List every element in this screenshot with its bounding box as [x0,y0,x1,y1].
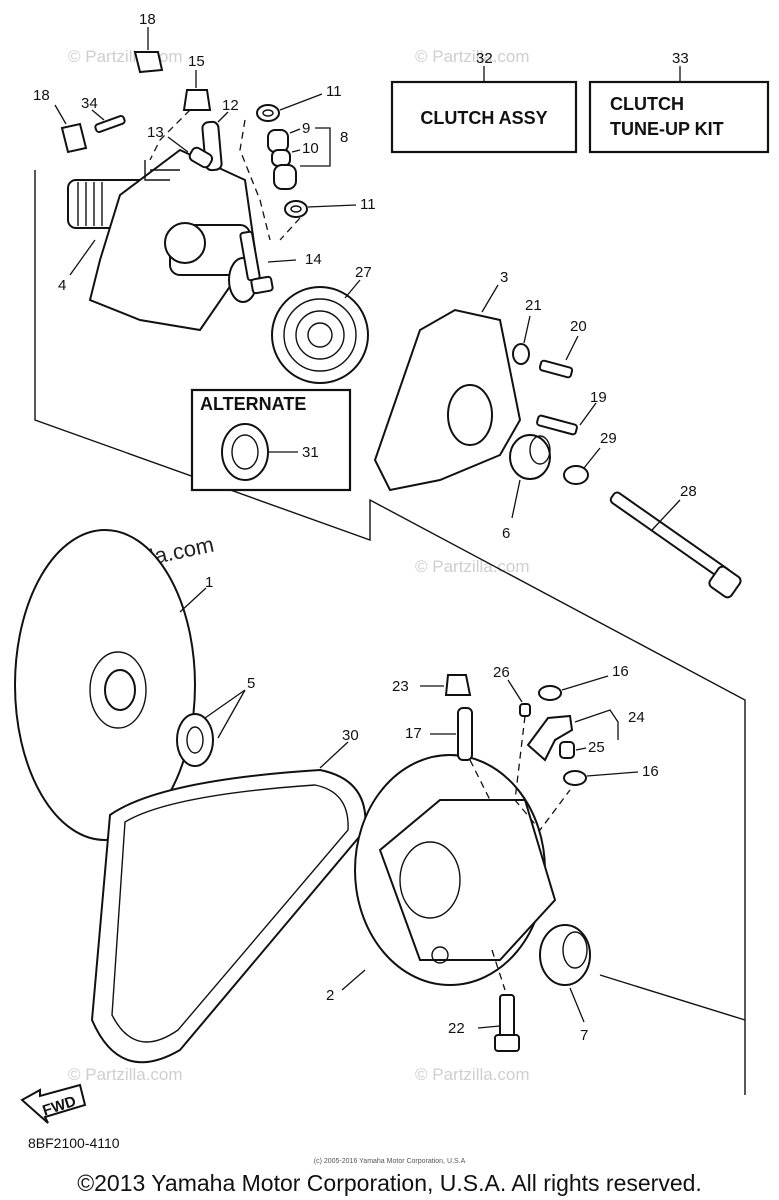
part-27-clutch-spring [271,286,369,384]
part-1-movable-sheave [14,529,196,841]
part-16-lower-washer [563,770,587,786]
part-9-10-roller-set [267,129,297,190]
callout-10: 10 [302,140,319,157]
callout-33: 33 [672,50,689,67]
callout-17: 17 [405,725,422,742]
part-23-nut [444,674,472,696]
callout-2: 2 [326,987,334,1004]
alignment-line [239,119,271,241]
tuneup-label-line2: TUNE-UP KIT [610,119,724,139]
callout-18-upper: 18 [139,11,156,28]
callout-34: 34 [81,95,98,112]
part-30-drive-belt [90,768,367,1064]
callout-21: 21 [525,297,542,314]
callout-15: 15 [188,53,205,70]
part-19-bolt [536,414,578,436]
alternate-box: ALTERNATE 31 [190,388,352,492]
part-18-lower-weight [60,122,88,154]
part-2-secondary-sheave [354,754,557,986]
callout-32: 32 [476,50,493,67]
part-7-roller [539,924,591,986]
callout-4: 4 [58,277,66,294]
callout-5: 5 [247,675,255,692]
part-21-washer [512,343,530,365]
clutch-tuneup-kit-box: CLUTCH TUNE-UP KIT [588,80,770,154]
copyright: ©2013 Yamaha Motor Corporation, U.S.A. A… [77,1170,702,1196]
part-29-ring [563,465,589,485]
callout-6: 6 [502,525,510,542]
assembly-boundary-line [599,974,746,1021]
callout-31: 31 [302,444,319,461]
callout-1: 1 [205,574,213,591]
part-3-spider-cover [373,308,522,492]
callout-16-upper: 16 [612,663,629,680]
part-18-upper-weight [133,51,164,74]
callout-26: 26 [493,664,510,681]
alternate-label: ALTERNATE [200,394,306,414]
alignment-line [514,715,571,832]
assembly-boundary-line [34,170,746,1095]
part-15-nut [182,89,212,111]
watermark: © Partzilla.com [415,1065,530,1084]
part-17-pin [457,707,473,761]
part-14-bolt [239,230,274,295]
fwd-arrow-icon: FWD [20,1083,87,1124]
callout-29: 29 [600,430,617,447]
callout-22: 22 [448,1020,465,1037]
part-26-pin [519,703,531,717]
watermark: © Partzilla.com [68,1065,183,1084]
callout-8: 8 [340,129,348,146]
callout-20: 20 [570,318,587,335]
callout-23: 23 [392,678,409,695]
callout-27: 27 [355,264,372,281]
watermark: © Partzilla.com [68,47,183,66]
copyright-small: (c) 2005-2016 Yamaha Motor Corporation, … [313,1158,466,1165]
part-16-upper-washer [538,685,562,701]
tuneup-label-line1: CLUTCH [610,94,684,114]
callout-24: 24 [628,709,645,726]
part-20-bolt [538,359,574,379]
part-34-pin [94,114,126,134]
part-6-roller [509,434,551,480]
callout-11-upper: 11 [326,83,342,100]
part-25-collar [559,741,575,759]
alignment-line [149,109,191,161]
diagram-code: 8BF2100-4110 [28,1135,120,1151]
callout-7: 7 [580,1027,588,1044]
part-13-spring [188,146,214,169]
watermark: © Partzilla.com [415,47,530,66]
watermark: © Partzilla.com [415,557,530,576]
callout-11-lower: 11 [360,196,376,213]
clutch-assy-label: CLUTCH ASSY [420,108,547,128]
part-22-bolt [494,994,520,1052]
part-28-long-bolt [609,491,742,599]
part-4-fixed-sheave-hub [67,148,258,332]
callout-13: 13 [147,124,164,141]
part-24-lever [526,714,574,762]
callout-25: 25 [588,739,605,756]
callout-16-lower: 16 [642,763,659,780]
clutch-assy-box: CLUTCH ASSY [390,80,578,154]
part-5-bushing [176,713,214,767]
alignment-line [279,217,301,241]
callout-12: 12 [222,97,239,114]
callout-3: 3 [500,269,508,286]
callout-19: 19 [590,389,607,406]
callout-28: 28 [680,483,697,500]
part-11-upper-washer [256,104,280,122]
alignment-line [469,759,491,801]
callout-14: 14 [305,251,322,268]
part-11-lower-washer [284,200,308,218]
callout-30: 30 [342,727,359,744]
callout-18-lower: 18 [33,87,50,104]
callout-9: 9 [302,120,310,137]
